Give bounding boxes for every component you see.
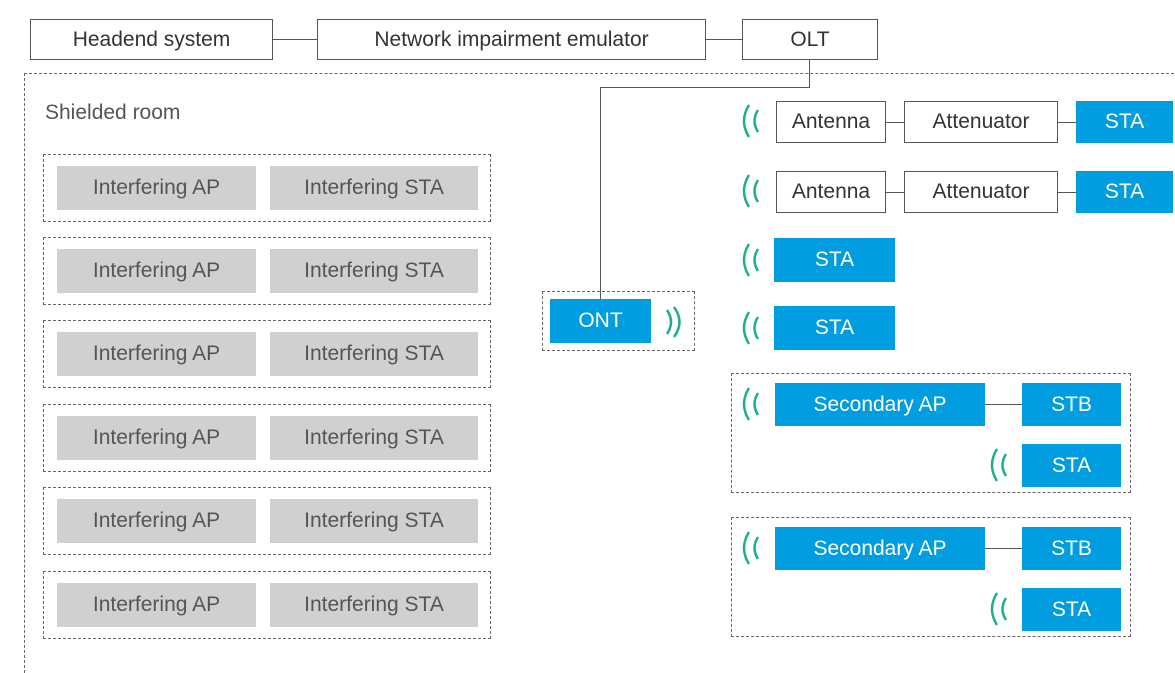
wireless-icon — [742, 104, 760, 138]
interfering-sta-label: Interfering STA — [304, 176, 444, 199]
shielded-room-label: Shielded room — [45, 101, 181, 124]
wireless-icon — [990, 448, 1008, 482]
interfering-sta-label: Interfering STA — [304, 259, 444, 282]
headend-system-box: Headend system — [30, 19, 273, 60]
interfering-ap-box: Interfering AP — [57, 583, 256, 627]
olt-ont-horizontal-link — [600, 87, 810, 88]
emulator-olt-link — [706, 39, 742, 40]
network-impairment-emulator-box: Network impairment emulator — [317, 19, 706, 60]
olt-label: OLT — [790, 27, 830, 51]
stb-label: STB — [1051, 392, 1092, 416]
interfering-sta-label: Interfering STA — [304, 593, 444, 616]
interferer-group-frame — [43, 571, 491, 639]
sta-label: STA — [814, 316, 855, 339]
antenna-box: Antenna — [776, 171, 886, 213]
interfering-ap-box: Interfering AP — [57, 416, 256, 460]
attenuator-sta-link — [1058, 122, 1076, 123]
interfering-sta-box: Interfering STA — [270, 166, 478, 210]
olt-ont-vertical-link — [600, 87, 601, 299]
attenuator-label: Attenuator — [932, 110, 1030, 133]
shielded-room-boundary — [24, 73, 1175, 673]
sta-label: STA — [1104, 180, 1145, 203]
sta-box: STA — [774, 306, 895, 350]
stb-box: STB — [1022, 383, 1121, 426]
interfering-ap-label: Interfering AP — [92, 259, 221, 282]
sta-label: STA — [814, 248, 855, 271]
interfering-sta-label: Interfering STA — [304, 509, 444, 532]
sta-label: STA — [1051, 453, 1092, 477]
secondary-ap-label: Secondary AP — [813, 536, 947, 560]
interferer-group-frame — [43, 487, 491, 555]
headend-emulator-link — [273, 39, 317, 40]
sta-box: STA — [774, 238, 895, 282]
antenna-label: Antenna — [791, 110, 871, 133]
interferer-group-frame — [43, 154, 491, 222]
sta-label: STA — [1051, 597, 1092, 621]
stb-box: STB — [1022, 527, 1121, 570]
sta-box: STA — [1076, 171, 1173, 213]
secondary-ap-stb-link — [985, 548, 1022, 549]
interferer-group-frame — [43, 237, 491, 305]
interfering-ap-label: Interfering AP — [92, 342, 221, 365]
interfering-ap-label: Interfering AP — [92, 509, 221, 532]
interfering-ap-label: Interfering AP — [92, 426, 221, 449]
sta-box: STA — [1076, 101, 1173, 143]
ont-wireless-icon — [665, 306, 681, 338]
antenna-attenuator-link — [886, 192, 904, 193]
mesh-group-frame — [731, 517, 1131, 637]
ont-group-frame — [542, 291, 695, 351]
interfering-sta-box: Interfering STA — [270, 249, 478, 293]
interfering-ap-box: Interfering AP — [57, 332, 256, 376]
wireless-icon — [742, 174, 760, 208]
interfering-ap-box: Interfering AP — [57, 499, 256, 543]
antenna-attenuator-link — [886, 122, 904, 123]
interfering-sta-label: Interfering STA — [304, 426, 444, 449]
ont-box: ONT — [550, 299, 651, 343]
wireless-icon — [990, 592, 1008, 626]
sta-box: STA — [1022, 444, 1121, 487]
interferer-group-frame — [43, 404, 491, 472]
ont-label: ONT — [578, 309, 623, 332]
attenuator-box: Attenuator — [904, 101, 1058, 143]
interferer-group-frame — [43, 320, 491, 388]
interfering-sta-box: Interfering STA — [270, 416, 478, 460]
wireless-icon — [742, 531, 760, 565]
attenuator-sta-link — [1058, 192, 1076, 193]
sta-label: STA — [1104, 110, 1145, 133]
interfering-ap-box: Interfering AP — [57, 166, 256, 210]
interfering-ap-label: Interfering AP — [92, 176, 221, 199]
interfering-sta-box: Interfering STA — [270, 499, 478, 543]
sta-box: STA — [1022, 588, 1121, 631]
secondary-ap-box: Secondary AP — [775, 527, 985, 570]
interfering-sta-box: Interfering STA — [270, 583, 478, 627]
wireless-icon — [742, 243, 760, 277]
olt-box: OLT — [742, 19, 878, 60]
headend-system-label: Headend system — [72, 27, 231, 51]
wireless-icon — [742, 311, 760, 345]
antenna-box: Antenna — [776, 101, 886, 143]
interfering-ap-box: Interfering AP — [57, 249, 256, 293]
secondary-ap-box: Secondary AP — [775, 383, 985, 426]
secondary-ap-label: Secondary AP — [813, 392, 947, 416]
attenuator-box: Attenuator — [904, 171, 1058, 213]
network-impairment-emulator-label: Network impairment emulator — [374, 27, 649, 51]
interfering-sta-label: Interfering STA — [304, 342, 444, 365]
stb-label: STB — [1051, 536, 1092, 560]
olt-down-link — [809, 60, 810, 88]
mesh-group-frame — [731, 373, 1131, 493]
interfering-ap-label: Interfering AP — [92, 593, 221, 616]
attenuator-label: Attenuator — [932, 180, 1030, 203]
secondary-ap-stb-link — [985, 404, 1022, 405]
antenna-label: Antenna — [791, 180, 871, 203]
wireless-icon — [742, 387, 760, 421]
interfering-sta-box: Interfering STA — [270, 332, 478, 376]
